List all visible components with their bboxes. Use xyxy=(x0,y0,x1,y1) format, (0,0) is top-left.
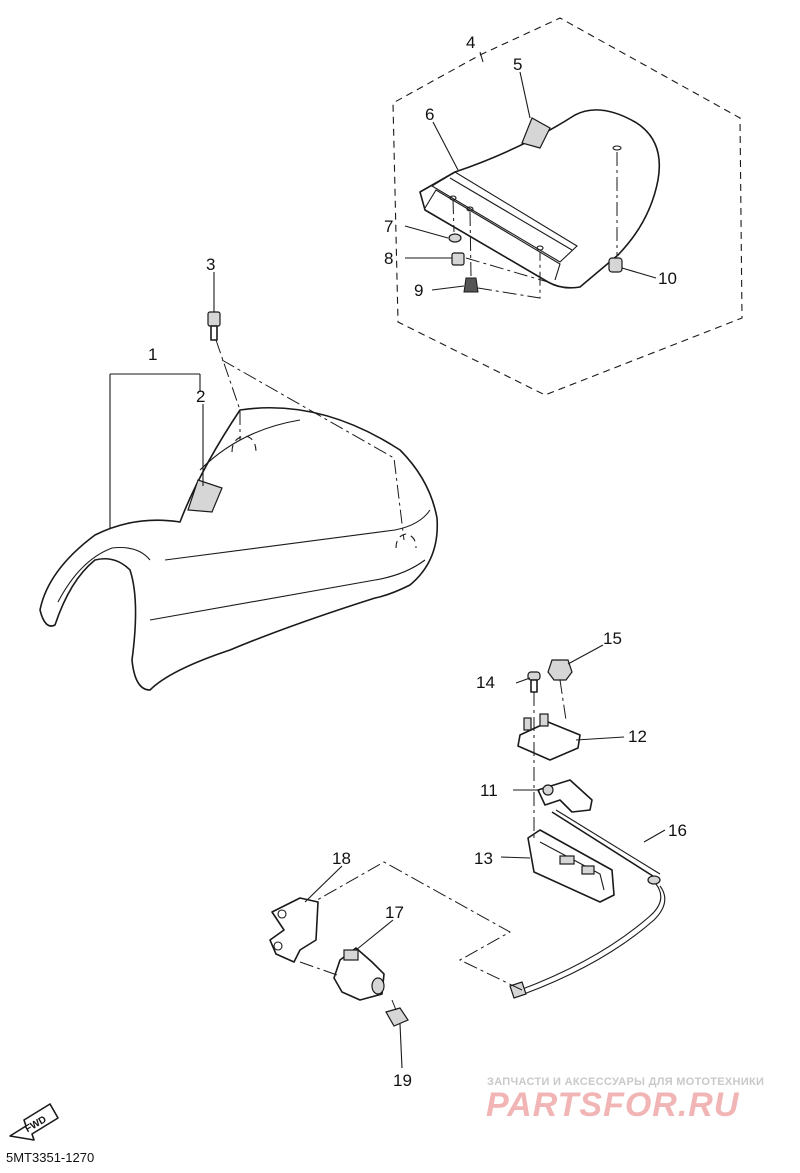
cable-end xyxy=(509,981,527,999)
callout-11: 11 xyxy=(480,781,498,800)
rear-seat-group-outline xyxy=(392,17,743,396)
callout-18: 18 xyxy=(332,849,351,868)
leader-lines xyxy=(109,51,666,1069)
seat-lock-cable xyxy=(519,883,662,991)
callout-16: 16 xyxy=(668,821,687,840)
callout-14: 14 xyxy=(476,673,495,692)
diagram-code: 5MT3351-1270 xyxy=(6,1150,95,1165)
seat-lock-drawing xyxy=(517,659,661,903)
callout-15: 15 xyxy=(603,629,622,648)
callout-6: 6 xyxy=(425,105,434,124)
callout-17: 17 xyxy=(385,903,404,922)
callout-4: 4 xyxy=(466,33,475,52)
callout-19: 19 xyxy=(393,1071,412,1090)
callout-5: 5 xyxy=(513,55,522,74)
seat-lock-cable xyxy=(523,885,666,995)
callout-12: 12 xyxy=(628,727,647,746)
front-seat-guide-line xyxy=(215,339,241,440)
watermark-brand: PARTSFOR.RU xyxy=(486,1086,740,1124)
fwd-arrow-icon: FWD xyxy=(9,1103,59,1141)
callout-13: 13 xyxy=(474,849,493,868)
callout-10: 10 xyxy=(658,269,677,288)
callout-1: 1 xyxy=(148,345,157,364)
watermark-subtitle: ЗАПЧАСТИ И АКСЕССУАРЫ ДЛЯ МОТОТЕХНИКИ xyxy=(487,1076,765,1088)
callout-8: 8 xyxy=(384,249,393,268)
callout-7: 7 xyxy=(384,217,393,236)
callout-9: 9 xyxy=(414,281,423,300)
callout-3: 3 xyxy=(206,255,215,274)
front-seat-drawing xyxy=(39,311,439,691)
cable-routing-line xyxy=(295,861,523,991)
callout-2: 2 xyxy=(196,387,205,406)
rear-seat-drawing xyxy=(419,109,661,299)
key-cylinder-drawing xyxy=(269,897,409,1027)
front-seat-guide-line xyxy=(221,359,405,541)
